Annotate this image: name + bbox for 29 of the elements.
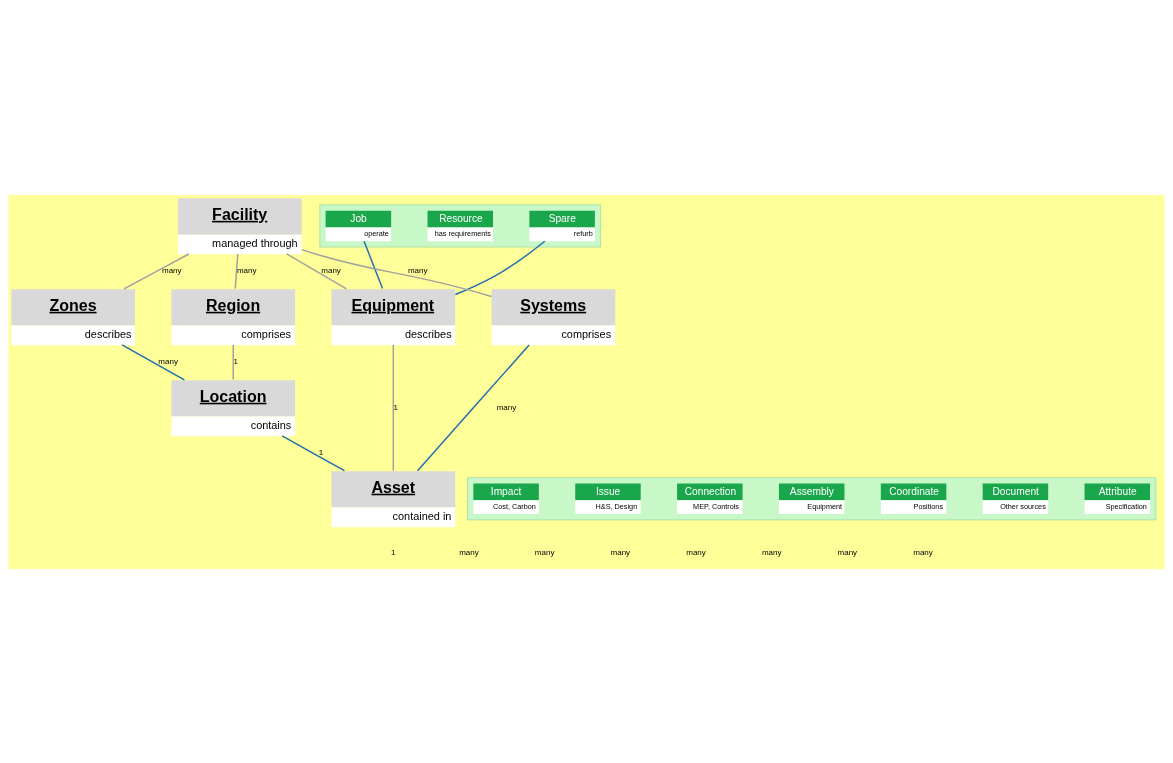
connector xyxy=(234,252,239,289)
label: 1 xyxy=(391,547,396,557)
edge-label: many xyxy=(158,356,178,366)
connector xyxy=(363,240,384,289)
connector xyxy=(285,252,348,290)
edge-label: 1 xyxy=(318,447,324,457)
label: many xyxy=(459,547,479,557)
label: many xyxy=(761,547,782,557)
cluster xyxy=(319,203,602,247)
label: many xyxy=(610,547,631,557)
edge-label: many xyxy=(321,265,341,275)
connector xyxy=(454,240,546,295)
label: many xyxy=(534,547,555,557)
connector xyxy=(121,343,186,380)
edge-label: 1 xyxy=(233,356,239,366)
connector xyxy=(281,434,346,471)
label: many xyxy=(837,547,858,557)
edge-label: many xyxy=(236,265,257,275)
connector xyxy=(301,248,493,297)
edge-label: 1 xyxy=(393,402,399,412)
edge-label: many xyxy=(407,265,428,275)
connector xyxy=(232,343,234,380)
cluster xyxy=(467,476,1157,520)
label: many xyxy=(913,547,933,557)
edge-label: many xyxy=(496,402,517,412)
edge-label: many xyxy=(161,265,182,275)
connector xyxy=(123,252,190,290)
label: many xyxy=(686,547,706,557)
connector xyxy=(392,343,395,471)
